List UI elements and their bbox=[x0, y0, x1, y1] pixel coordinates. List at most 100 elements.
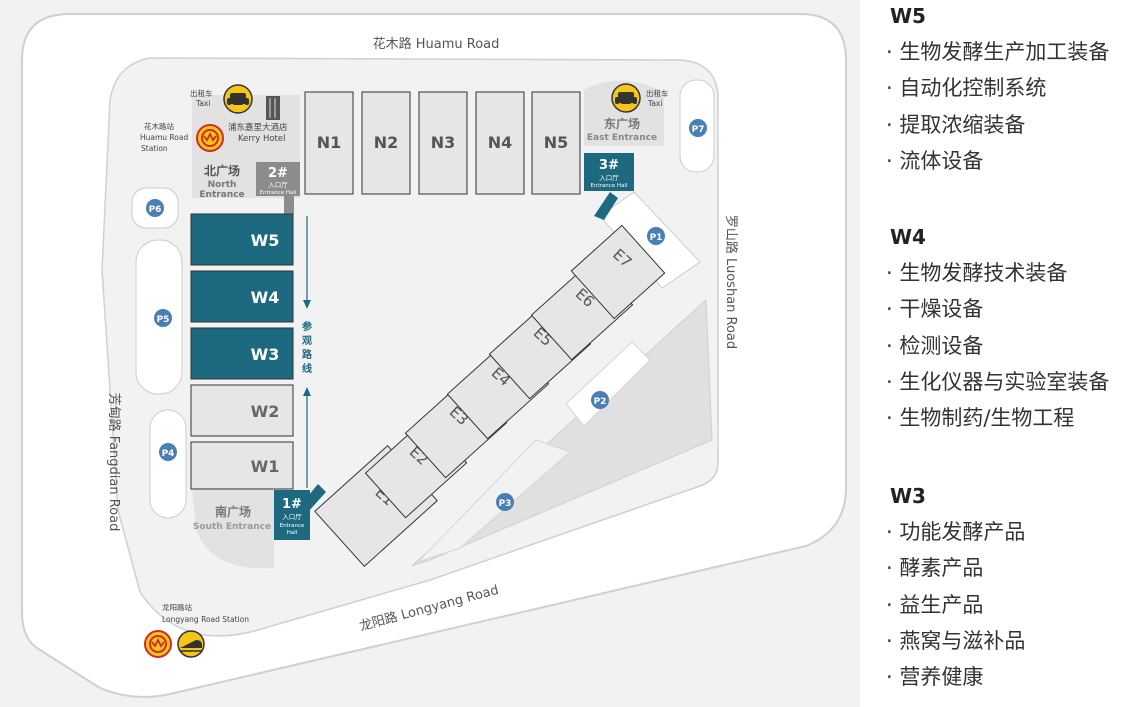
hall-n2[interactable]: N2 bbox=[361, 91, 411, 195]
north-halls: N1 N2 N3 N4 N5 bbox=[304, 91, 581, 195]
kerry-hotel[interactable]: 浦东嘉里大酒店 Kerry Hotel bbox=[228, 96, 288, 144]
legend-item: · 生物发酵生产加工装备 bbox=[886, 40, 1110, 64]
hall-w5[interactable]: W5 bbox=[190, 213, 294, 266]
entrance-hall-3-en: Entrance Hall bbox=[591, 183, 628, 189]
parking-p5-label: P5 bbox=[157, 315, 170, 325]
longyang-station-cn: 龙阳路站 bbox=[162, 602, 192, 612]
kerry-hotel-cn: 浦东嘉里大酒店 bbox=[228, 122, 288, 133]
kerry-hotel-en: Kerry Hotel bbox=[238, 134, 285, 144]
south-plaza bbox=[192, 488, 274, 569]
hall-n1[interactable]: N1 bbox=[304, 91, 354, 195]
hall-w3[interactable]: W3 bbox=[190, 327, 294, 380]
taxi-north[interactable]: 出租车 Taxi bbox=[190, 84, 253, 114]
entrance-hall-2-number: 2# bbox=[268, 166, 288, 181]
legend-item: · 营养健康 bbox=[886, 665, 984, 690]
legend-item: · 干燥设备 bbox=[886, 297, 984, 322]
route-char-2: 观 bbox=[302, 335, 312, 347]
south-entrance-en: South Entrance bbox=[193, 522, 271, 532]
entrance-hall-1-number: 1# bbox=[282, 497, 302, 512]
legend-list-w5: · 生物发酵生产加工装备 · 自动化控制系统 · 提取浓缩装备 · 流体设备 bbox=[886, 34, 1109, 179]
legend-item: · 功能发酵产品 bbox=[886, 520, 1026, 544]
parking-p4-label: P4 bbox=[162, 449, 175, 459]
north-entrance-en-1: North bbox=[208, 180, 237, 190]
hall-w1[interactable]: W1 bbox=[190, 441, 294, 490]
p3-ramp bbox=[417, 439, 571, 563]
metro-icon bbox=[196, 124, 224, 152]
legend-title-w3: W3 bbox=[890, 484, 926, 508]
huamu-station[interactable]: 花木路站 Huamu Road Station bbox=[140, 121, 224, 153]
entrance-hall-1-en2: Hall bbox=[287, 530, 298, 536]
road-fangdian: 芳甸路 Fangdian Road bbox=[106, 393, 122, 532]
east-halls: E1 E2 E3 E4 E5 E6 E7 bbox=[314, 224, 666, 567]
north-entrance-en-2: Entrance bbox=[199, 190, 244, 200]
hall-n1-label: N1 bbox=[317, 133, 342, 152]
longyang-station[interactable]: 龙阳路站 Longyang Road Station bbox=[144, 602, 249, 658]
legend-item: · 提取浓缩装备 bbox=[886, 112, 1026, 137]
p2-lot bbox=[565, 341, 651, 427]
east-connector bbox=[594, 192, 618, 220]
legend-list-w3: · 功能发酵产品· 酵素产品· 益生产品· 燕窝与滋补品· 营养健康 bbox=[886, 514, 1025, 695]
east-entrance-cn: 东广场 bbox=[604, 116, 640, 131]
parking-p2-label: P2 bbox=[594, 397, 607, 407]
parking-p6-label: P6 bbox=[149, 205, 162, 215]
venue-map: N1 N2 N3 N4 N5 W5 W4 W3 bbox=[0, 0, 860, 707]
maglev-icon bbox=[177, 630, 205, 658]
legend-item: · 益生产品 bbox=[886, 592, 984, 617]
hall-w3-label: W3 bbox=[251, 345, 280, 364]
hall-n4[interactable]: N4 bbox=[475, 91, 525, 195]
taxi-north-en: Taxi bbox=[195, 99, 210, 108]
entrance-hall-2[interactable]: 2# 入口厅 Entrance Hall bbox=[256, 162, 300, 196]
hall-w1-label: W1 bbox=[251, 457, 280, 476]
legend-title-w4: W4 bbox=[890, 225, 926, 249]
taxi-icon bbox=[611, 83, 641, 113]
hotel-building-icon bbox=[266, 96, 280, 120]
legend-item: · 检测设备 bbox=[886, 333, 984, 358]
hall-w5-label: W5 bbox=[251, 231, 280, 250]
huamu-station-en-2: Station bbox=[141, 144, 168, 153]
entrance-hall-3-cn: 入口厅 bbox=[599, 174, 619, 182]
road-huamu: 花木路 Huamu Road bbox=[373, 36, 500, 52]
hall-w2[interactable]: W2 bbox=[190, 384, 294, 437]
parking-p3[interactable]: P3 bbox=[496, 493, 514, 511]
entrance-hall-1-cn: 入口厅 bbox=[282, 513, 302, 521]
west-halls: W5 W4 W3 W2 W1 bbox=[190, 213, 294, 490]
hall-w4[interactable]: W4 bbox=[190, 270, 294, 323]
parking-markers: P6 P5 P4 P7 P1 P2 P3 bbox=[146, 119, 707, 511]
entrance-hall-3-number: 3# bbox=[599, 158, 619, 173]
legend-item: · 自动化控制系统 bbox=[886, 76, 1047, 101]
north-entrance-cn: 北广场 bbox=[204, 163, 240, 178]
hall-e7[interactable]: E7 bbox=[570, 224, 666, 320]
entrance-hall-2-en: Entrance Hall bbox=[260, 190, 297, 196]
hall-n4-label: N4 bbox=[488, 133, 513, 152]
huamu-station-cn: 花木路站 bbox=[144, 121, 174, 131]
south-entrance-cn: 南广场 bbox=[215, 504, 251, 519]
taxi-east-cn: 出租车 bbox=[646, 88, 669, 98]
parking-p3-label: P3 bbox=[499, 499, 512, 509]
legend-item: · 流体设备 bbox=[886, 148, 984, 173]
legend-item: · 燕窝与滋补品 bbox=[886, 628, 1026, 653]
parking-p5[interactable]: P5 bbox=[154, 309, 172, 327]
parking-p7[interactable]: P7 bbox=[689, 119, 707, 137]
hall-n3[interactable]: N3 bbox=[418, 91, 468, 195]
parking-p2[interactable]: P2 bbox=[591, 391, 609, 409]
parking-p7-label: P7 bbox=[692, 125, 705, 135]
parking-p4[interactable]: P4 bbox=[159, 443, 177, 461]
parking-p1[interactable]: P1 bbox=[647, 227, 665, 245]
hall-w2-label: W2 bbox=[251, 402, 280, 421]
parking-p1-label: P1 bbox=[650, 233, 663, 243]
entrance-hall-3[interactable]: 3# 入口厅 Entrance Hall bbox=[584, 153, 634, 191]
hall-n2-label: N2 bbox=[374, 133, 399, 152]
legend-item: · 生化仪器与实验室装备 bbox=[886, 369, 1110, 394]
taxi-east[interactable]: 出租车 Taxi bbox=[611, 83, 669, 113]
legend-list-w4: · 生物发酵技术装备· 干燥设备· 检测设备· 生化仪器与实验室装备· 生物制药… bbox=[886, 255, 1109, 436]
legend-item: · 生物发酵技术装备 bbox=[886, 261, 1068, 285]
parking-p6[interactable]: P6 bbox=[146, 199, 164, 217]
entrance-hall-1[interactable]: 1# 入口厅 Entrance Hall bbox=[274, 490, 310, 540]
p4-lot bbox=[149, 409, 187, 519]
route-char-1: 参 bbox=[302, 320, 312, 333]
metro-icon bbox=[144, 630, 172, 658]
tour-route-label: 参 观 路 线 bbox=[302, 320, 313, 375]
hall-w4-label: W4 bbox=[251, 288, 280, 307]
hall-n5[interactable]: N5 bbox=[531, 91, 581, 195]
